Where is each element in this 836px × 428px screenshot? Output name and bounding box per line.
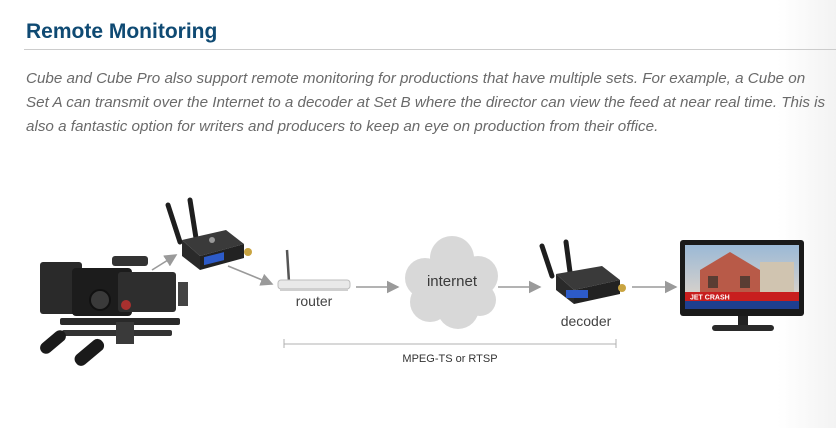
remote-monitoring-diagram: router internet decoder JET CRASH [40, 197, 804, 366]
decoder-icon [539, 239, 626, 304]
router-icon [277, 249, 351, 291]
tv-monitor-icon: JET CRASH [680, 240, 804, 331]
decoder-label: decoder [561, 313, 612, 329]
internet-label: internet [427, 273, 478, 290]
internet-cloud-icon [405, 236, 498, 329]
arrow-cube-to-router [227, 265, 274, 286]
tv-news-banner: JET CRASH [690, 295, 730, 302]
protocol-span-bracket [283, 339, 617, 348]
section-paragraph: Cube and Cube Pro also support remote mo… [26, 70, 826, 135]
router-label: router [296, 293, 333, 309]
title-divider [24, 49, 836, 50]
arrow-camera-to-cube [151, 254, 178, 271]
protocol-label: MPEG-TS or RTSP [402, 353, 497, 365]
cinema-camera-icon [40, 256, 188, 366]
section-title: Remote Monitoring [26, 20, 218, 43]
cube-encoder-icon [165, 197, 252, 270]
